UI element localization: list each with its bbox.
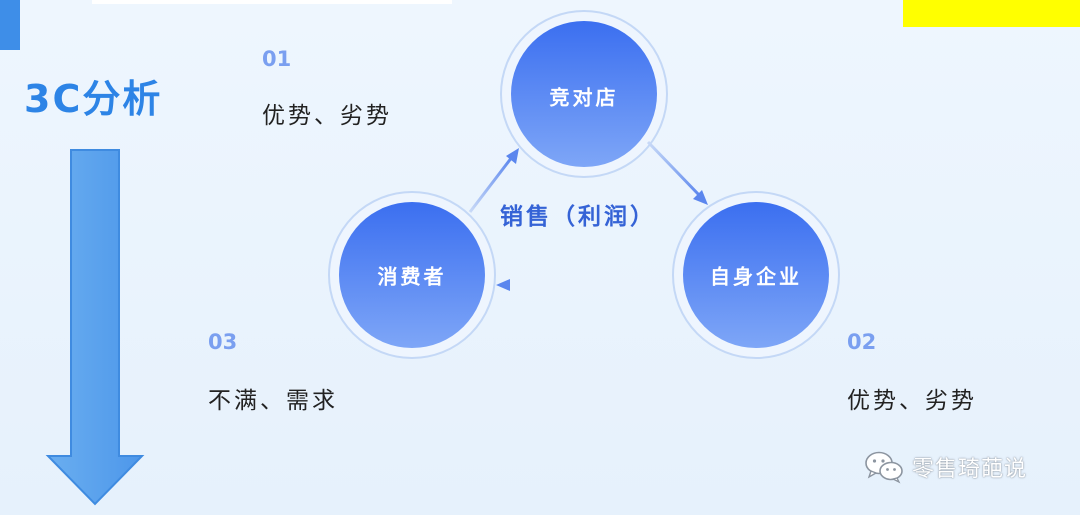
arrow-competitor-to-company bbox=[646, 140, 702, 198]
section-03-number: 03 bbox=[208, 330, 238, 354]
arrow-head-competitor-to-company bbox=[693, 190, 708, 205]
company-node-label: 自身企业 bbox=[710, 264, 802, 289]
down-arrow-icon bbox=[45, 149, 145, 506]
center-sales-label: 销售（利润） bbox=[500, 204, 656, 230]
watermark: 零售琦葩说 bbox=[864, 450, 1027, 484]
section-01-text: 优势、劣势 bbox=[262, 103, 392, 129]
wechat-icon bbox=[865, 451, 903, 484]
competitor-node bbox=[511, 21, 657, 167]
top-white-bar bbox=[92, 0, 452, 4]
arrow-head-company-to-consumer bbox=[496, 279, 510, 291]
watermark-text: 零售琦葩说 bbox=[912, 457, 1028, 482]
consumer-node bbox=[339, 202, 485, 348]
company-node bbox=[683, 202, 829, 348]
consumer-node-label: 消费者 bbox=[377, 264, 447, 289]
section-02-number: 02 bbox=[847, 330, 877, 354]
arrow-consumer-to-competitor bbox=[468, 156, 514, 213]
section-01-number: 01 bbox=[262, 47, 292, 71]
section-02-text: 优势、劣势 bbox=[847, 388, 977, 414]
page-title: 3C分析 bbox=[24, 77, 163, 121]
arrow-head-consumer-to-competitor bbox=[506, 148, 519, 164]
yellow-highlight-block bbox=[903, 0, 1080, 27]
competitor-node-label: 竞对店 bbox=[549, 85, 619, 110]
section-03-text: 不满、需求 bbox=[208, 388, 338, 414]
left-accent-bar bbox=[0, 0, 20, 50]
